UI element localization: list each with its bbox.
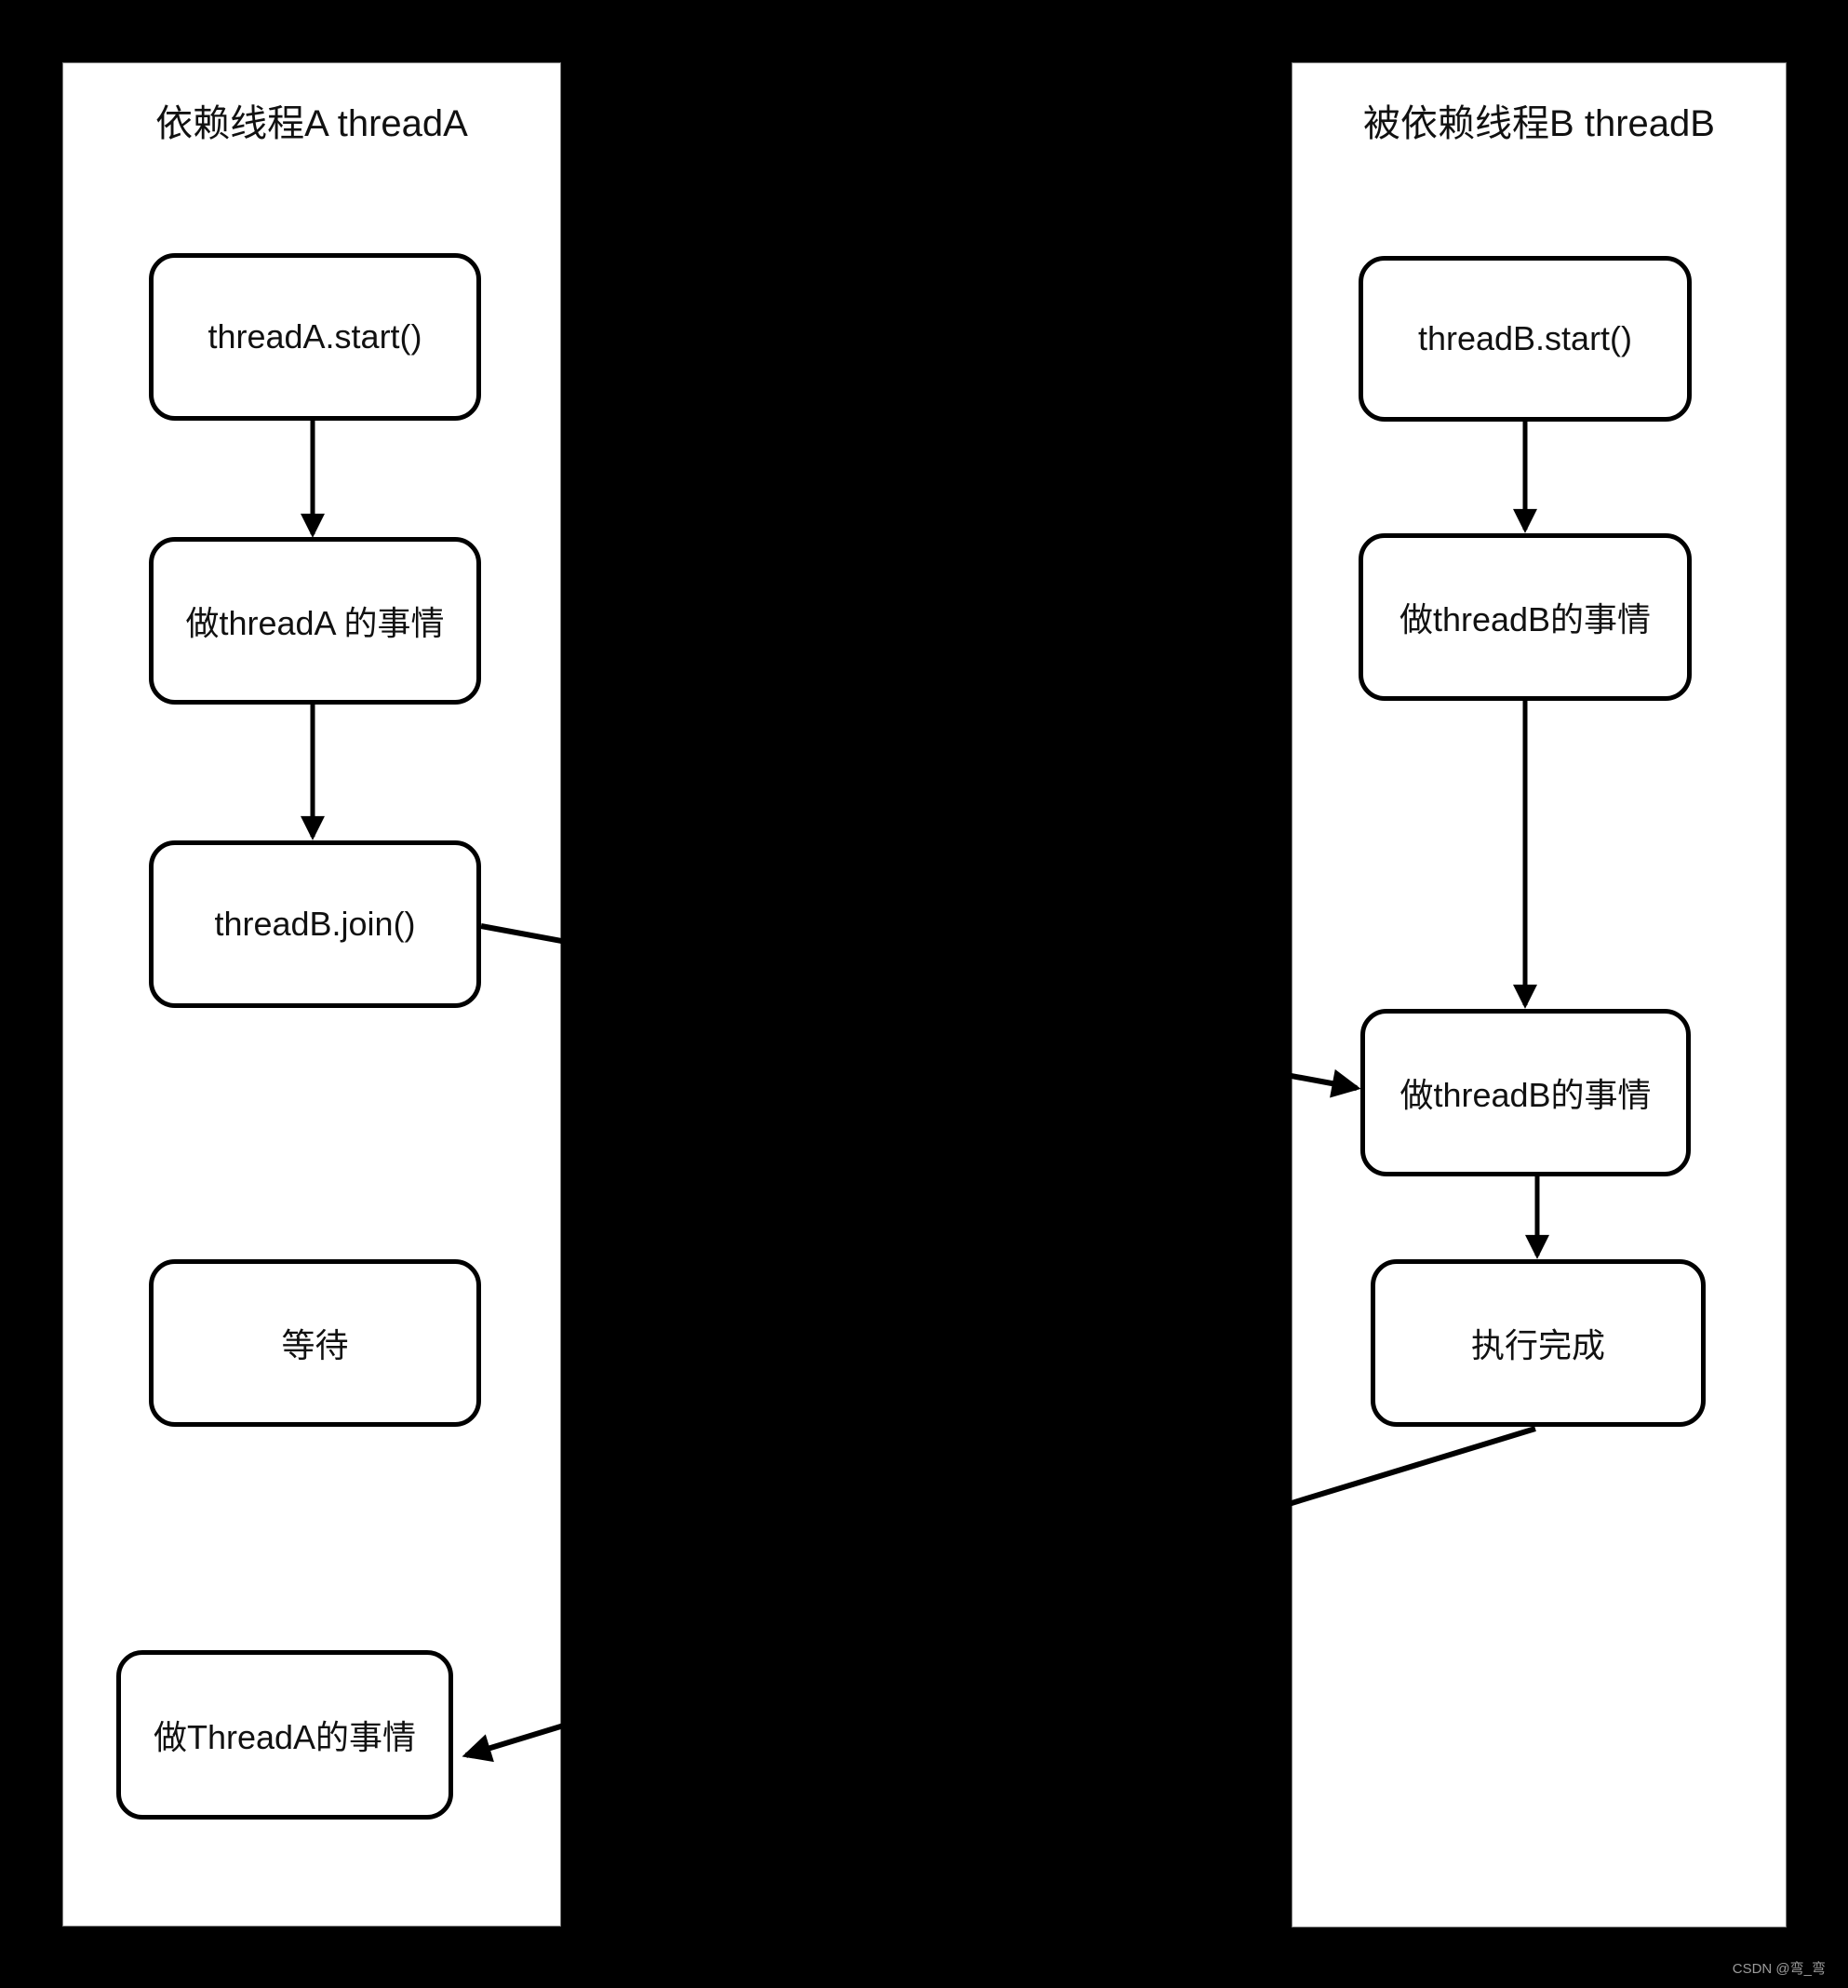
lane-title-thread-b: 被依赖线程B threadB xyxy=(1363,103,1715,144)
csdn-watermark: CSDN @弯_弯 xyxy=(1732,1961,1826,1977)
node-wait: 等待 xyxy=(149,1259,481,1427)
node-exec-done: 执行完成 xyxy=(1371,1259,1706,1427)
node-do-threada-after-join: 做ThreadA的事情 xyxy=(116,1650,453,1820)
node-threada-start: threadA.start() xyxy=(149,253,481,421)
node-do-threadb-1: 做threadB的事情 xyxy=(1359,533,1692,701)
node-do-threadb-2: 做threadB的事情 xyxy=(1360,1009,1691,1176)
node-do-threada: 做threadA 的事情 xyxy=(149,537,481,705)
node-threadb-start: threadB.start() xyxy=(1359,256,1692,422)
lane-title-thread-a: 依赖线程A threadA xyxy=(155,103,468,144)
node-threadb-join: threadB.join() xyxy=(149,840,481,1008)
arrow-join-to-do-threadb xyxy=(480,923,1361,1098)
